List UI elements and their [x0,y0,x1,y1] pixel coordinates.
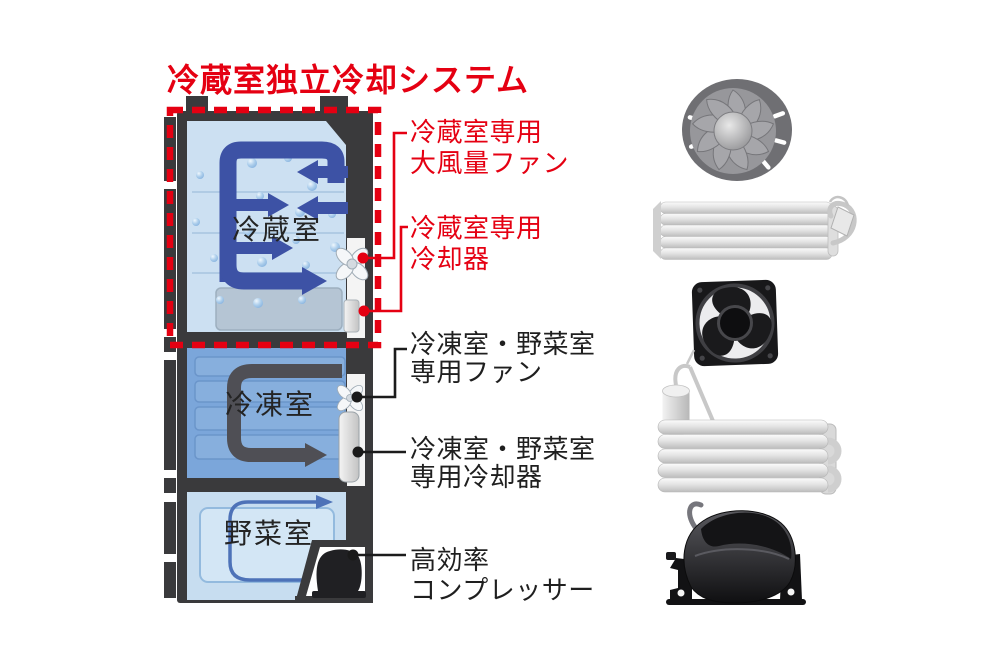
callout-freezer-cooler-line2: 専用冷却器 [410,462,543,492]
page-title: 冷蔵室独立冷却システム [167,62,529,98]
refrigerant-pipe [827,200,857,246]
refrigerator-compartment [187,121,372,338]
callout-lines [347,131,408,561]
door-gasket-blocks [164,117,176,598]
callout-fridge-cooler-line1: 冷蔵室専用 [410,213,543,243]
propeller-fan-icon [332,244,372,284]
vegetable-room-label: 野菜室 [224,518,314,549]
callout-labels: 冷蔵室専用 大風量ファン 冷蔵室専用 冷却器 冷凍室・野菜室 専用ファン 冷凍室… [410,117,596,605]
fridge-cooler-marker [343,299,360,333]
fridge-cooler-leader-line [364,225,408,313]
callout-fridge-fan-line1: 冷蔵室専用 [410,117,543,147]
evaporator-image [653,195,857,260]
freezer-room-label: 冷凍室 [225,389,315,420]
freezer-cooler-leader-dot [352,446,364,458]
large-evaporator-image [657,349,842,495]
compressor-leader-dot [347,549,359,561]
centrifugal-fan-image [682,79,792,181]
freezer-airflow-arrow [227,364,342,467]
callout-freezer-cooler-line1: 冷凍室・野菜室 [410,434,596,464]
freezer-fan-leader-line [357,347,407,399]
callout-freezer-fan-line1: 冷凍室・野菜室 [410,329,596,359]
compressor-image [666,501,806,605]
pipe-connector [830,206,855,237]
component-images [653,79,857,605]
refrigerator-airflow-arrows [219,141,348,295]
refrigerator-room-label: 冷蔵室 [232,214,322,245]
fridge-fan-leader-line [363,131,407,260]
callout-fridge-cooler-line2: 冷却器 [410,244,490,274]
fridge-cooler-leader-dot [358,305,370,317]
fridge-cross-section: 冷蔵室 冷凍室 野菜室 [164,96,382,603]
freezer-compartment [187,348,366,486]
callout-fridge-fan-line2: 大風量ファン [410,148,569,178]
callout-compressor-line2: コンプレッサー [410,575,595,605]
fridge-fan-leader-dot [357,252,369,264]
corner-screws [697,285,773,361]
corner-bevel [326,121,346,145]
callout-freezer-fan-line2: 専用ファン [410,357,543,387]
freezer-fan-leader-dot [351,391,363,403]
callout-compressor-line1: 高効率 [410,545,490,575]
chilled-case [215,287,343,331]
axial-fan-image [691,279,779,367]
